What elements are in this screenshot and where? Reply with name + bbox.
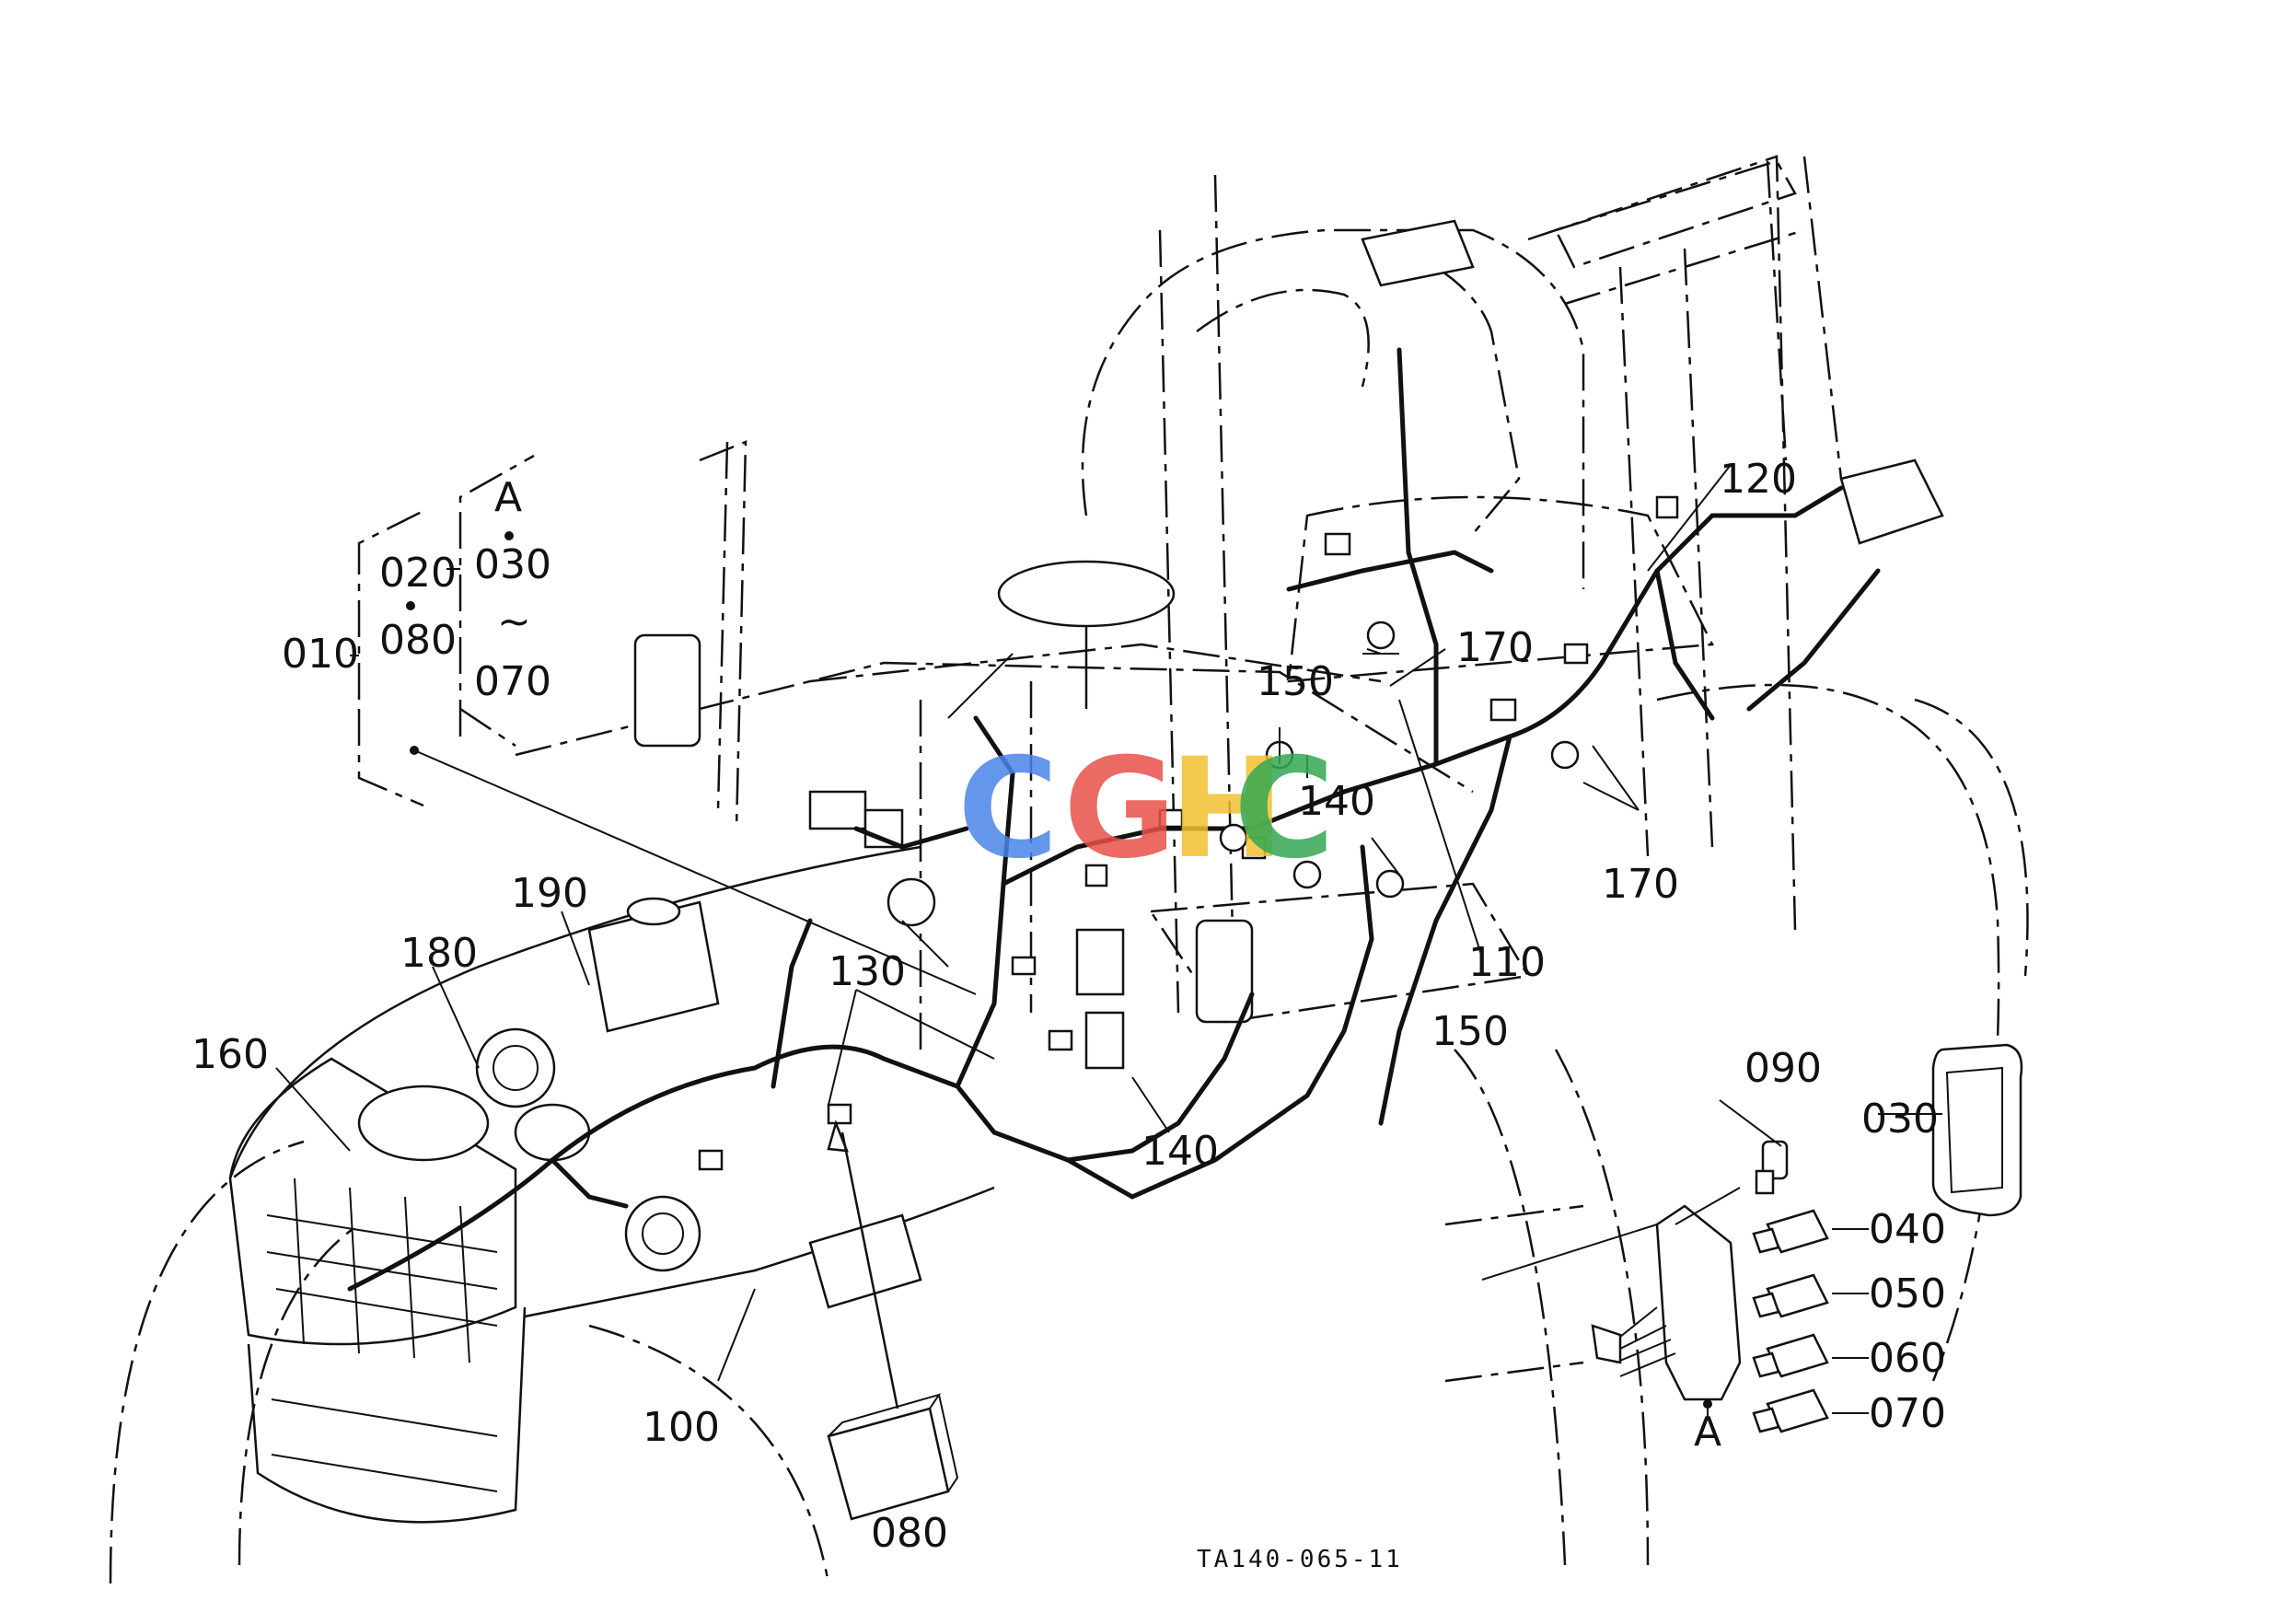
group-dot	[406, 601, 415, 610]
callout-070-group: 070	[474, 658, 551, 705]
watermark-letter-g: G	[1063, 729, 1176, 889]
wire-harness	[347, 347, 1881, 1292]
callout-140-upper: 140	[1298, 778, 1375, 825]
callout-030: 030	[1861, 1096, 1939, 1143]
callout-160: 160	[191, 1031, 269, 1078]
callout-170-lower: 170	[1602, 861, 1679, 908]
callout-150-lower: 150	[1431, 1008, 1509, 1055]
view-label-a: A	[1694, 1409, 1721, 1456]
watermark-letter-c2: C	[1234, 729, 1335, 889]
callout-090: 090	[1744, 1045, 1822, 1092]
callout-070: 070	[1869, 1390, 1946, 1437]
callout-150-upper: 150	[1257, 658, 1334, 705]
harness-connectors	[698, 495, 1679, 1171]
callout-180: 180	[400, 930, 478, 977]
callout-080: 080	[871, 1510, 948, 1557]
watermark-letter-c1: C	[957, 729, 1059, 889]
view-dot	[504, 531, 514, 540]
group-bracket	[350, 454, 535, 807]
tractor-outline	[109, 155, 2029, 1584]
callout-060: 060	[1869, 1335, 1946, 1382]
leader-lines	[275, 464, 1942, 1418]
callout-170-upper: 170	[1456, 624, 1534, 671]
callout-030-group: 030	[474, 541, 551, 588]
callout-labels: 010 020 080 A 030 ~ 070 090 030 040 050 …	[191, 456, 1946, 1573]
callout-130: 130	[829, 948, 906, 995]
callout-190: 190	[511, 870, 588, 917]
exploded-parts	[827, 1043, 2023, 1521]
watermark: C G H C	[957, 729, 1335, 889]
range-tilde: ~	[497, 598, 531, 645]
watermark-letter-h: H	[1169, 729, 1285, 889]
callout-050: 050	[1869, 1270, 1946, 1317]
callout-080-group: 080	[379, 617, 457, 664]
callout-010: 010	[282, 631, 359, 678]
drawing-code: TA140-065-11	[1197, 1546, 1403, 1573]
callout-100: 100	[643, 1404, 720, 1451]
callout-140-lower: 140	[1142, 1128, 1219, 1175]
callout-040: 040	[1869, 1206, 1946, 1253]
callout-020: 020	[379, 550, 457, 597]
engine-front	[228, 790, 1125, 1524]
callout-120: 120	[1720, 456, 1797, 503]
callout-110: 110	[1468, 939, 1546, 986]
group-view-a: A	[494, 474, 522, 521]
